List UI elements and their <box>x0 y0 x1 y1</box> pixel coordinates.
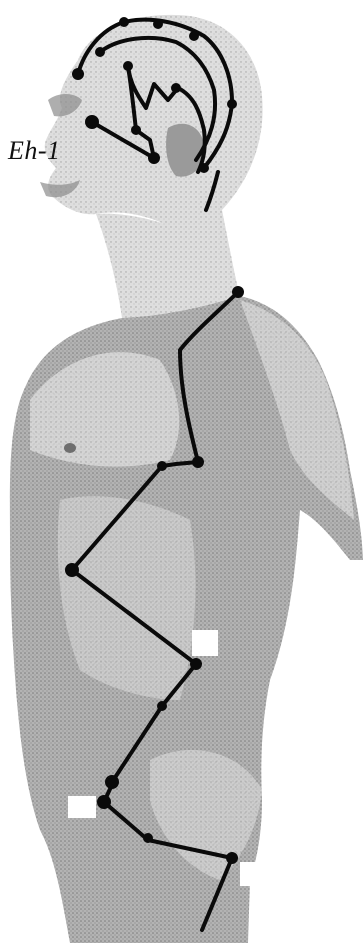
acupoint <box>189 31 199 41</box>
marker-square <box>192 630 218 656</box>
acupoint <box>95 47 105 57</box>
acupoint <box>232 286 244 298</box>
acupoint <box>157 461 167 471</box>
acupoint <box>148 152 160 164</box>
marker-square <box>68 796 96 818</box>
acupoint <box>123 61 133 71</box>
acupoint <box>157 701 167 711</box>
acupoint <box>199 163 209 173</box>
acupoint <box>72 68 84 80</box>
acupoint <box>97 795 111 809</box>
marker-square <box>240 862 266 886</box>
neck <box>96 210 240 318</box>
acupoint <box>153 19 163 29</box>
acupoint <box>143 833 153 843</box>
acupoint <box>192 456 204 468</box>
figure-label: Eh-1 <box>8 136 61 166</box>
nipple <box>64 443 76 453</box>
acupoint <box>227 99 237 109</box>
acupoint <box>65 563 79 577</box>
acupoint <box>119 17 129 27</box>
acupoint <box>190 658 202 670</box>
acupoint <box>85 115 99 129</box>
acupoint <box>171 83 181 93</box>
acupoint <box>105 775 119 789</box>
acupoint <box>226 852 238 864</box>
acupoint <box>131 125 141 135</box>
